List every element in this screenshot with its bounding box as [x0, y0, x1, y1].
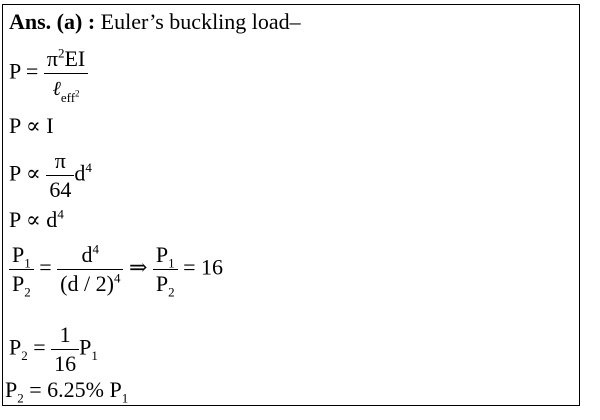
eff-power: 2 [75, 88, 80, 99]
pi-symbol: π [46, 46, 58, 71]
p-symbol: P [155, 242, 169, 267]
p-symbol: P [5, 377, 18, 402]
final-answer: P2 = 6.25% P1 [5, 377, 129, 406]
fraction-denominator: P2 [9, 270, 34, 298]
eff-text: eff [60, 90, 76, 105]
ei-term: EI [64, 46, 86, 71]
answer-heading: Ans. (a) : Euler’s buckling load– [9, 9, 301, 35]
superscript: 4 [92, 241, 100, 257]
answer-heading-text: Euler’s buckling load– [95, 9, 301, 34]
p-symbol: P [12, 242, 25, 267]
p-symbol: P [79, 334, 92, 360]
equals-sign: = [39, 254, 52, 280]
one-over-16-fraction: 1 16 [51, 321, 80, 378]
answer-label: Ans. (a) : [9, 9, 96, 34]
length-symbol: ℓ [52, 76, 61, 100]
pi-over-64-fraction: π 64 [46, 147, 75, 204]
d4-over-half-d-fraction: d4 (d / 2)4 [57, 241, 124, 298]
half-d-term: (d / 2) [60, 271, 114, 296]
final-answer-text: = 6.25% P [23, 377, 122, 402]
superscript: 4 [57, 206, 64, 222]
equals-sign: = [25, 58, 39, 84]
fraction-denominator: 16 [54, 351, 77, 376]
euler-formula: P = π2EI ℓeff2 [9, 45, 89, 105]
fraction-numerator: 1 [51, 321, 80, 350]
p2-fraction-equation: P2 = 1 16 P1 [9, 321, 98, 378]
subscript: 1 [168, 255, 175, 271]
p-symbol: P [12, 271, 25, 296]
p1-over-p2-result-fraction: P1 P2 [152, 241, 178, 298]
fraction-numerator: P1 [9, 241, 34, 270]
implies-arrow-icon: ⇒ [128, 254, 148, 280]
fraction-numerator: π2EI [43, 45, 89, 74]
subscript: 1 [121, 390, 129, 406]
euler-fraction: π2EI ℓeff2 [43, 45, 89, 105]
superscript: 2 [57, 45, 65, 61]
subscript: 2 [168, 284, 175, 300]
answer-box: Ans. (a) : Euler’s buckling load– P = π2… [2, 4, 580, 406]
d-symbol: d [81, 242, 93, 267]
subscript: 1 [91, 347, 98, 363]
subscript: 1 [24, 255, 31, 271]
proportional-to-d4: P ∝ d4 [9, 207, 64, 233]
fraction-numerator: P1 [152, 241, 178, 271]
p1-over-p2-fraction: P1 P2 [9, 241, 34, 298]
proportional-to-i: P ∝ I [9, 113, 54, 139]
superscript: 4 [113, 270, 121, 286]
ratio-result: = 16 [183, 254, 224, 280]
proportional-i-text: P ∝ I [9, 113, 54, 138]
eff-subscript: eff2 [60, 88, 80, 105]
subscript: 2 [24, 284, 31, 300]
fraction-denominator: (d / 2)4 [57, 270, 123, 298]
ratio-equation: P1 P2 = d4 (d / 2)4 ⇒ P1 P2 = 16 [9, 241, 223, 298]
equals-sign: = [33, 334, 46, 360]
fraction-denominator: P2 [153, 270, 178, 298]
fraction-numerator: π [46, 147, 75, 176]
fraction-denominator: 64 [49, 177, 72, 202]
proportional-to-pi-d4: P ∝ π 64 d4 [9, 147, 92, 204]
proportional-lhs: P ∝ [9, 160, 41, 186]
superscript: 4 [85, 160, 92, 176]
p-symbol: P [155, 271, 169, 296]
proportional-d-text: P ∝ d [9, 207, 58, 232]
diameter-variable: d [74, 160, 86, 186]
subscript: 2 [21, 347, 28, 363]
fraction-numerator: d4 [57, 241, 124, 270]
formula-lhs: P [9, 58, 21, 84]
p-symbol: P [9, 334, 22, 360]
subscript: 2 [17, 390, 24, 406]
fraction-denominator: ℓeff2 [44, 74, 88, 105]
